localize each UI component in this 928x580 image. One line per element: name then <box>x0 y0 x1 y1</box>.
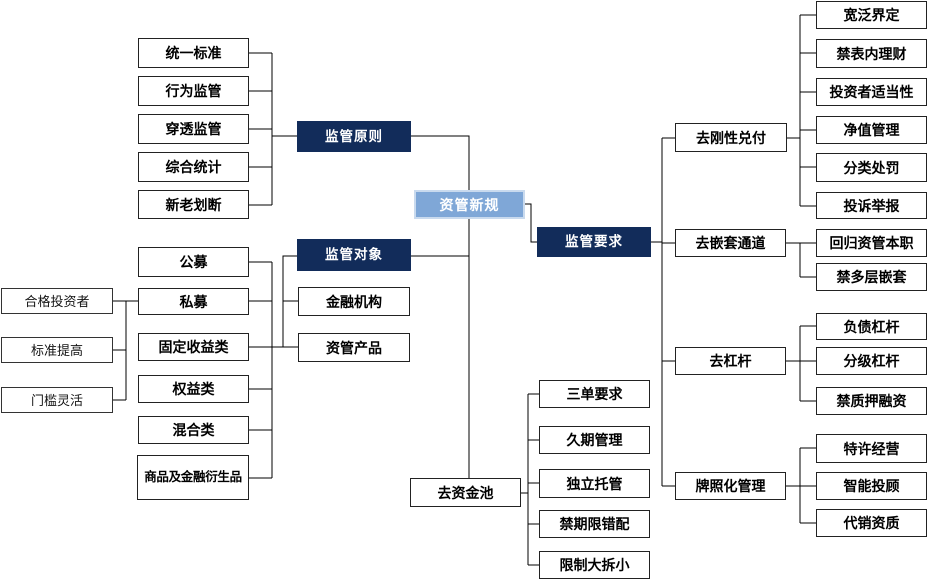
node-no-nested-channels[interactable]: 去嵌套通道 <box>675 229 786 257</box>
node-robo-advisory[interactable]: 智能投顾 <box>816 472 927 500</box>
node-penetrating-supervision[interactable]: 穿透监管 <box>138 114 249 144</box>
node-supervision-objects[interactable]: 监管对象 <box>297 239 411 271</box>
node-asset-mgmt-products[interactable]: 资管产品 <box>298 333 410 362</box>
node-return-to-core-business[interactable]: 回归资管本职 <box>816 229 927 257</box>
node-classified-penalties[interactable]: 分类处罚 <box>816 153 927 182</box>
node-equity[interactable]: 权益类 <box>138 375 249 403</box>
node-no-pledge-financing[interactable]: 禁质押融资 <box>816 387 927 415</box>
node-commodity-derivatives[interactable]: 商品及金融衍生品 <box>137 455 249 500</box>
node-deleveraging[interactable]: 去杠杆 <box>675 347 786 375</box>
node-debt-leverage[interactable]: 负债杠杆 <box>816 313 927 340</box>
node-three-separates[interactable]: 三单要求 <box>539 380 650 408</box>
node-comprehensive-statistics[interactable]: 综合统计 <box>138 152 249 182</box>
connector-segment <box>525 203 537 243</box>
node-fixed-income[interactable]: 固定收益类 <box>138 333 249 361</box>
node-financial-institutions[interactable]: 金融机构 <box>298 287 410 316</box>
node-broad-definition[interactable]: 宽泛界定 <box>816 1 927 29</box>
node-duration-management[interactable]: 久期管理 <box>539 426 650 454</box>
node-private-offering[interactable]: 私募 <box>138 288 249 315</box>
node-qualified-investors[interactable]: 合格投资者 <box>1 288 113 314</box>
node-no-on-balance-wmp[interactable]: 禁表内理财 <box>816 39 927 68</box>
node-no-multilayer-nesting[interactable]: 禁多层嵌套 <box>816 263 927 291</box>
node-unified-standards[interactable]: 统一标准 <box>138 38 249 68</box>
node-independent-custody[interactable]: 独立托管 <box>539 469 650 498</box>
node-no-rigid-payment[interactable]: 去刚性兑付 <box>675 123 787 152</box>
node-tranche-leverage[interactable]: 分级杠杆 <box>816 347 927 375</box>
node-nav-management[interactable]: 净值管理 <box>816 116 927 144</box>
node-root[interactable]: 资管新规 <box>414 190 525 219</box>
node-distribution-qualification[interactable]: 代销资质 <box>816 509 927 537</box>
node-complaint-reporting[interactable]: 投诉举报 <box>816 192 927 219</box>
connector-segment <box>411 135 470 190</box>
node-supervision-requirements[interactable]: 监管要求 <box>537 227 651 257</box>
node-investor-suitability[interactable]: 投资者适当性 <box>816 78 927 106</box>
node-new-old-demarcation[interactable]: 新老划断 <box>138 190 249 219</box>
node-no-maturity-mismatch[interactable]: 禁期限错配 <box>539 510 650 538</box>
node-standards-raised[interactable]: 标准提高 <box>1 337 113 363</box>
node-mixed[interactable]: 混合类 <box>138 416 249 444</box>
node-limit-big-to-small[interactable]: 限制大拆小 <box>539 551 650 579</box>
node-franchise-operation[interactable]: 特许经营 <box>816 434 927 463</box>
node-behavior-supervision[interactable]: 行为监管 <box>138 76 249 106</box>
node-no-fund-pooling[interactable]: 去资金池 <box>410 478 521 507</box>
node-supervision-principles[interactable]: 监管原则 <box>297 121 411 152</box>
node-license-management[interactable]: 牌照化管理 <box>675 472 786 500</box>
node-public-offering[interactable]: 公募 <box>138 247 249 277</box>
node-flexible-threshold[interactable]: 门槛灵活 <box>1 387 113 413</box>
